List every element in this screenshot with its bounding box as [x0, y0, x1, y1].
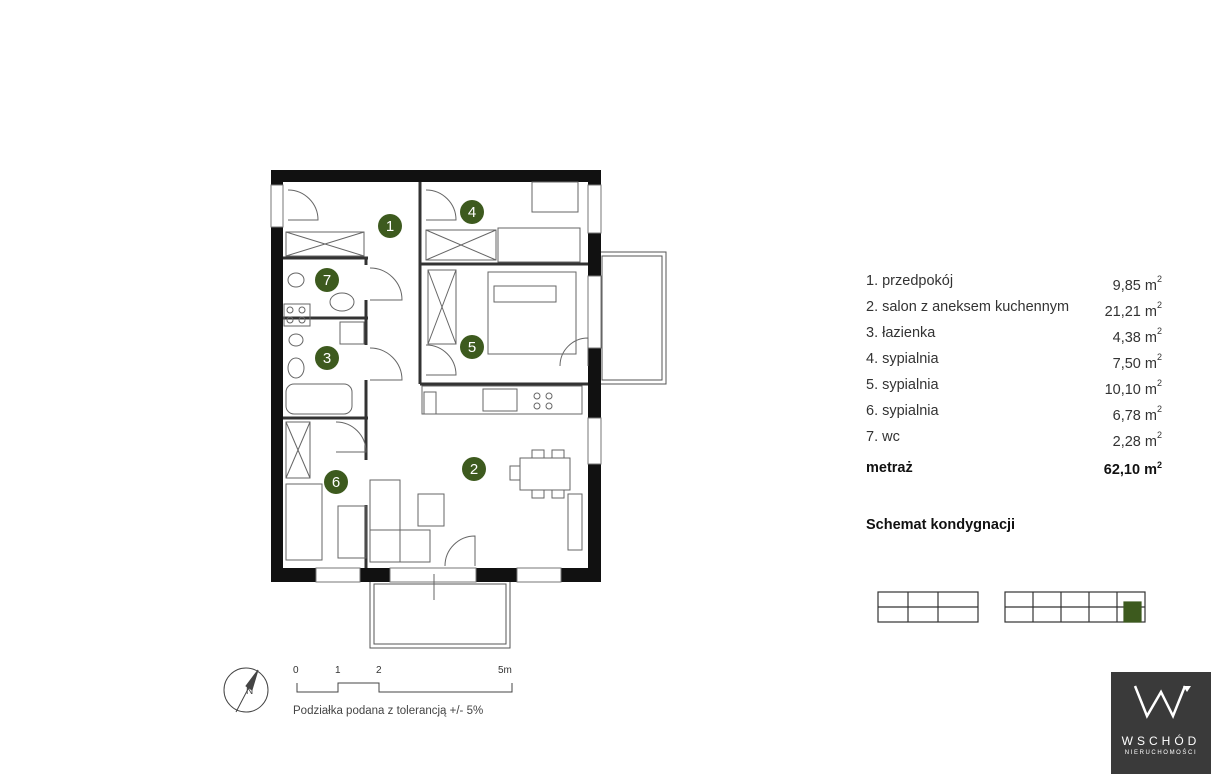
room-marker-5: [460, 335, 484, 359]
scale-label: 5m: [498, 665, 512, 676]
room-area: 2,28 m2: [1112, 430, 1162, 450]
room-marker-3: [315, 346, 339, 370]
room-row: 1. przedpokój 9,85 m2: [866, 270, 1162, 296]
room-row: 3. łazienka 4,38 m2: [866, 322, 1162, 348]
total-row: metraż 62,10 m2: [866, 460, 1162, 478]
room-marker-7: [315, 268, 339, 292]
total-label: metraż: [866, 460, 913, 476]
room-area: 9,85 m2: [1112, 274, 1162, 294]
total-value: 62,10 m2: [1103, 460, 1162, 478]
room-marker-label: 6: [332, 474, 340, 491]
room-markers: 1 2 3 4 5 6 7: [315, 200, 486, 494]
room-row: 6. sypialnia 6,78 m2: [866, 400, 1162, 426]
room-label: 4. sypialnia: [866, 351, 939, 367]
compass-icon: N: [223, 667, 269, 713]
room-area: 4,38 m2: [1112, 326, 1162, 346]
room-area: 21,21 m2: [1104, 300, 1162, 320]
scale-label: 1: [335, 665, 341, 676]
logo-brand: WSCHÓD: [1121, 734, 1201, 748]
room-marker-4: [460, 200, 484, 224]
room-marker-label: 2: [470, 461, 478, 478]
room-row: 4. sypialnia 7,50 m2: [866, 348, 1162, 374]
scale-label: 0: [293, 665, 299, 676]
room-marker-1: [378, 214, 402, 238]
logo-mark-icon: [1133, 685, 1191, 720]
balcony-south: [369, 579, 511, 649]
room-marker-6: [324, 470, 348, 494]
schemat-title: Schemat kondygnacji: [866, 517, 1016, 533]
room-marker-label: 3: [323, 350, 331, 367]
storey-schematic: [877, 591, 1146, 623]
room-row: 5. sypialnia 10,10 m2: [866, 374, 1162, 400]
room-label: 3. łazienka: [866, 325, 936, 341]
balcony-east: [597, 251, 667, 385]
scale-label: 2: [376, 665, 382, 676]
interior-walls: [283, 182, 588, 568]
scale-bar: [296, 682, 513, 693]
room-marker-label: 1: [386, 218, 394, 235]
room-label: 1. przedpokój: [866, 273, 954, 289]
room-row: 2. salon z aneksem kuchennym 21,21 m2: [866, 296, 1162, 322]
room-marker-label: 4: [468, 204, 476, 221]
company-logo: WSCHÓD NIERUCHOMOŚCI: [1111, 672, 1211, 774]
room-area: 10,10 m2: [1104, 378, 1162, 398]
room-area: 7,50 m2: [1112, 352, 1162, 372]
scale-caption: Podziałka podana z tolerancją +/- 5%: [293, 705, 484, 717]
rooms-table: 1. przedpokój 9,85 m2 2. salon z aneksem…: [866, 270, 1162, 478]
room-marker-2: [462, 457, 486, 481]
room-area: 6,78 m2: [1112, 404, 1162, 424]
logo-sub: NIERUCHOMOŚCI: [1124, 750, 1198, 756]
compass-letter: N: [246, 686, 253, 697]
room-label: 2. salon z aneksem kuchennym: [866, 299, 1070, 315]
furniture: [283, 181, 589, 600]
room-label: 6. sypialnia: [866, 403, 939, 419]
room-row: 7. wc 2,28 m2: [866, 426, 1162, 452]
room-marker-label: 7: [323, 272, 331, 289]
selected-unit-marker: [1123, 601, 1142, 623]
room-label: 7. wc: [866, 429, 900, 445]
room-marker-label: 5: [468, 339, 476, 356]
room-label: 5. sypialnia: [866, 377, 939, 393]
